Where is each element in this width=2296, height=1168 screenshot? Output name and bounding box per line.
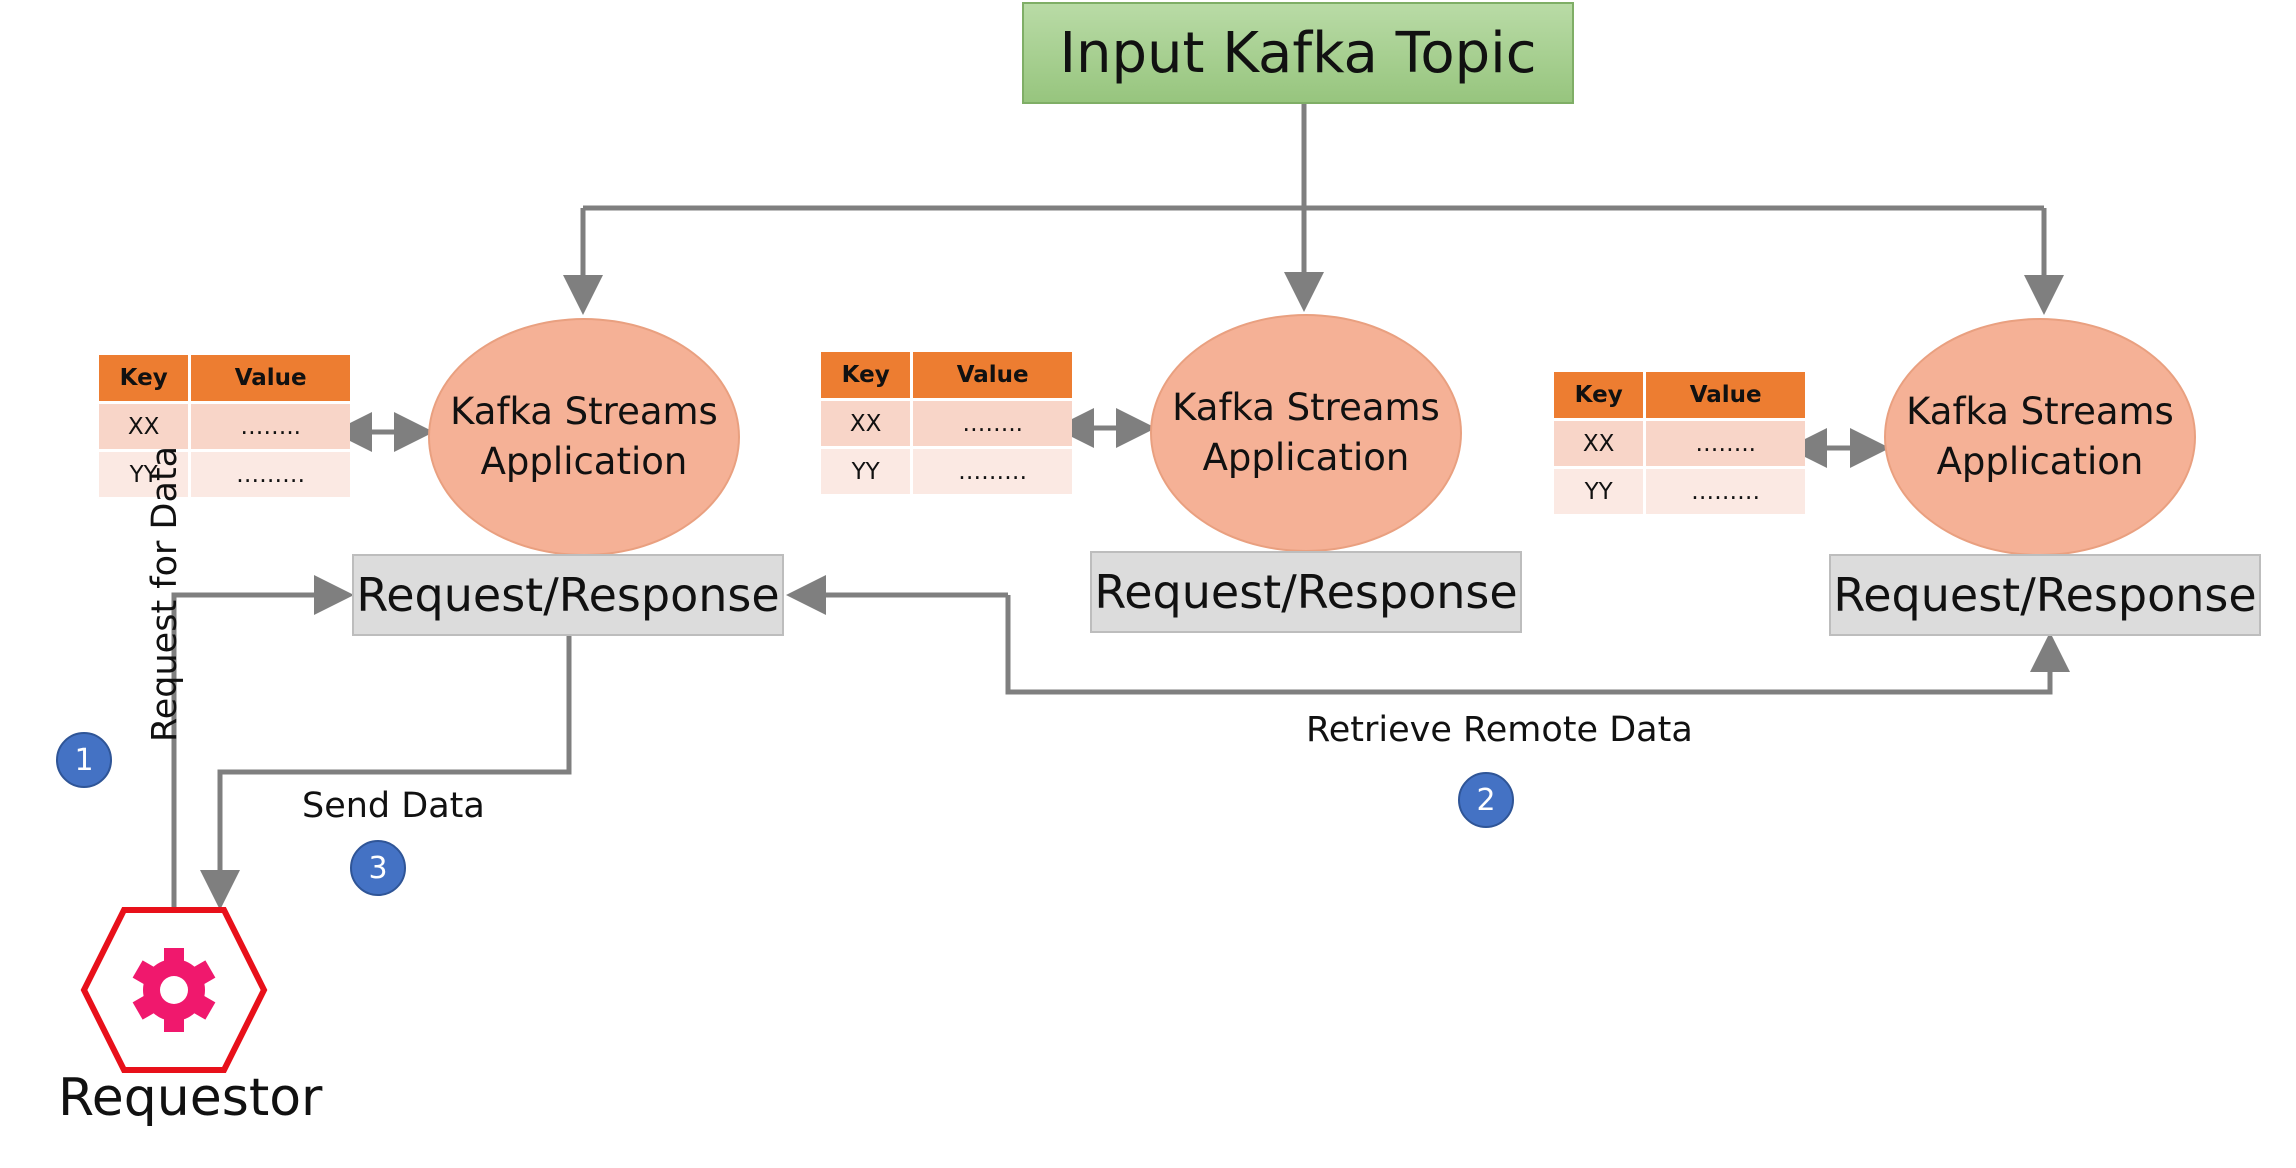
send-data-label: Send Data xyxy=(302,786,485,826)
row-key: XX xyxy=(99,404,189,449)
step-badge-2: 2 xyxy=(1458,772,1514,828)
row-value: …….. xyxy=(191,404,350,449)
row-value: …….. xyxy=(913,401,1072,446)
key-header: Key xyxy=(821,352,911,398)
input-kafka-topic: Input Kafka Topic xyxy=(1022,2,1574,104)
row-key: YY xyxy=(1554,469,1644,514)
request-for-data-arrow xyxy=(171,575,354,910)
app-label-line1: Kafka Streams xyxy=(450,390,718,433)
value-header: Value xyxy=(913,352,1072,398)
app-label-line2: Application xyxy=(1936,440,2144,483)
row-key: YY xyxy=(99,452,189,497)
row-value: ……… xyxy=(1646,469,1805,514)
app-label-line1: Kafka Streams xyxy=(1172,386,1440,429)
app-label-line1: Kafka Streams xyxy=(1906,390,2174,433)
app-label-line2: Application xyxy=(480,440,688,483)
retrieve-remote-data-label: Retrieve Remote Data xyxy=(1306,710,1693,750)
key-header: Key xyxy=(99,355,189,401)
request-response-right: Request/Response xyxy=(1829,554,2261,636)
value-header: Value xyxy=(1646,372,1805,418)
step-badge-3: 3 xyxy=(350,840,406,896)
request-response-middle: Request/Response xyxy=(1090,551,1522,633)
row-key: YY xyxy=(821,449,911,494)
request-for-data-label: Request for Data xyxy=(145,445,185,742)
retrieve-remote-data-arrow xyxy=(1005,595,2070,695)
row-value: …….. xyxy=(1646,421,1805,466)
row-value: ……… xyxy=(191,452,350,497)
value-header: Value xyxy=(191,355,350,401)
row-key: XX xyxy=(1554,421,1644,466)
step-badge-1: 1 xyxy=(56,732,112,788)
send-data-arrow xyxy=(200,636,572,910)
requestor-label: Requestor xyxy=(58,1068,323,1128)
key-header: Key xyxy=(1554,372,1644,418)
gear-icon xyxy=(132,948,216,1032)
row-value: ……… xyxy=(913,449,1072,494)
app-label-line2: Application xyxy=(1202,436,1410,479)
row-key: XX xyxy=(821,401,911,446)
request-response-left: Request/Response xyxy=(352,554,784,636)
